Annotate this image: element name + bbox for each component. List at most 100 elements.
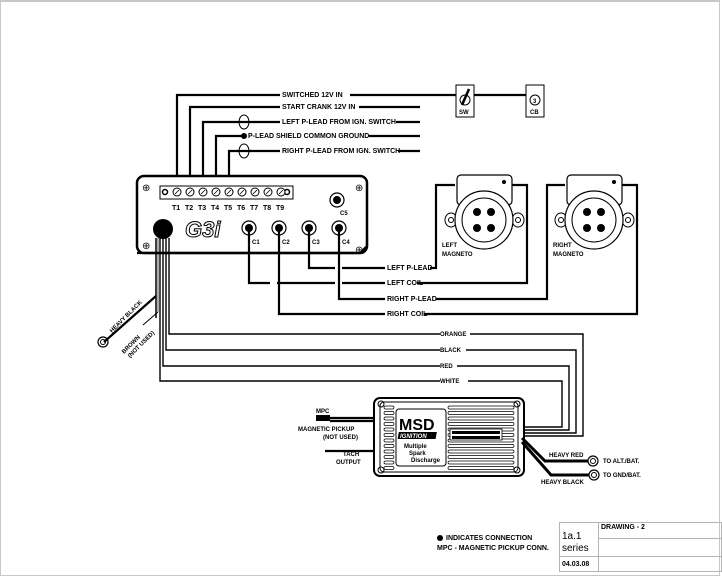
- msd-logo: MSD: [399, 417, 435, 434]
- screw-slot-icon: [187, 189, 193, 195]
- screw-slot-icon: [239, 189, 245, 195]
- label-red: RED: [440, 364, 453, 370]
- screw-slot-icon: [278, 189, 284, 195]
- label-magnetic-pickup: MAGNETIC PICKUP: [298, 427, 354, 433]
- msd-label-plate: [449, 428, 503, 441]
- cooling-fin: [383, 466, 395, 470]
- left-magneto-label-2: MAGNETO: [442, 252, 473, 258]
- connector-label-c2: C2: [282, 240, 290, 246]
- switch-label: SW: [459, 110, 469, 116]
- breaker-label: CB: [530, 110, 539, 116]
- screw-slot-icon: [252, 189, 258, 195]
- cooling-fin: [447, 466, 515, 470]
- legend-connection: INDICATES CONNECTION: [446, 535, 533, 542]
- cooling-fin: [383, 427, 395, 432]
- connector-c5: [329, 192, 345, 208]
- shield-icon: [238, 143, 250, 159]
- label-right-plead: RIGHT P-LEAD: [387, 296, 437, 303]
- connector-label-c3: C3: [312, 240, 320, 246]
- cooling-fin: [383, 411, 395, 415]
- terminal-label-t9: T9: [276, 205, 284, 212]
- label-switched-12v: SWITCHED 12V IN: [282, 92, 343, 99]
- screw-slot-icon: [200, 189, 206, 195]
- title-block: 1a.1 series DRAWING - 2 04.03.08: [559, 522, 722, 572]
- top-wire-start-crank: START CRANK 12V IN: [188, 104, 420, 187]
- label-tach: TACH: [343, 452, 359, 458]
- cooling-fin: [447, 460, 515, 465]
- connection-dot-icon: [437, 535, 443, 541]
- label-to-alt-bat: TO ALT./BAT.: [603, 459, 640, 465]
- shield-icon: [238, 114, 250, 130]
- label-to-gnd-bat: TO GND/BAT.: [603, 473, 641, 479]
- top-wire-shield-ground: P-LEAD SHIELD COMMON GROUND: [214, 133, 420, 187]
- title-block-empty: [598, 537, 722, 558]
- label-orange: ORANGE: [440, 332, 466, 338]
- terminal-label-t5: T5: [224, 205, 232, 212]
- cooling-fin: [447, 455, 515, 459]
- harness-wires: HEAVY BLACK BROWN (NOT USED): [97, 238, 440, 382]
- label-black: BLACK: [440, 348, 462, 354]
- msd-wiring: ORANGE BLACK RED WHITE: [440, 332, 584, 437]
- screw-slot-icon: [213, 189, 219, 195]
- drawing-date: 04.03.08: [559, 556, 599, 572]
- terminal-label-t2: T2: [185, 205, 193, 212]
- left-magneto: LEFT MAGNETO: [442, 174, 525, 258]
- series-label: series: [562, 543, 589, 554]
- cooling-fin: [383, 460, 395, 465]
- ring-terminal-icon: [588, 469, 600, 481]
- drawing-label: DRAWING - 2: [598, 522, 722, 539]
- mount-screw-icon: ⊕: [142, 183, 150, 194]
- circuit-breaker: 3 CB: [525, 84, 545, 118]
- label-right-plead-switch: RIGHT P-LEAD FROM IGN. SWITCH: [282, 148, 400, 155]
- connector-label-c5: C5: [340, 211, 348, 217]
- cooling-fin: [447, 444, 515, 448]
- cooling-fin: [447, 411, 515, 415]
- label-left-plead-switch: LEFT P-LEAD FROM IGN. SWITCH: [282, 119, 396, 126]
- screw-slot-icon: [265, 189, 271, 195]
- label-right-coil: RIGHT COIL: [387, 311, 428, 318]
- terminal-label-t4: T4: [211, 205, 219, 212]
- terminal-label-t1: T1: [172, 205, 180, 212]
- label-heavy-black-msd: HEAVY BLACK: [541, 480, 584, 486]
- g3i-logo: G3i: [185, 217, 221, 242]
- ring-terminal-icon: [97, 336, 109, 348]
- cooling-fin: [383, 422, 395, 426]
- label-mpc: MPC: [316, 409, 330, 415]
- title-block-series: 1a.1 series: [559, 522, 599, 557]
- screw-slot-icon: [174, 189, 180, 195]
- cooling-fin: [383, 449, 395, 454]
- cooling-fin: [383, 444, 395, 448]
- mount-screw-icon: ⊕: [355, 183, 363, 194]
- cooling-fin: [447, 405, 515, 410]
- ring-terminal-icon: [587, 455, 599, 467]
- terminal-label-t3: T3: [198, 205, 206, 212]
- label-left-coil: LEFT COIL: [387, 280, 424, 287]
- cooling-fin: [447, 422, 515, 426]
- msd-ignition-box: MSD IGNITION Multiple Spark Discharge: [373, 397, 525, 477]
- cooling-fin: [447, 449, 515, 454]
- mpc-connector: [316, 415, 330, 421]
- msd-desc-3: Discharge: [411, 458, 441, 464]
- label-pickup-not-used: (NOT USED): [323, 435, 358, 441]
- label-shield-ground: P-LEAD SHIELD COMMON GROUND: [248, 133, 369, 140]
- connector-label-c1: C1: [252, 240, 260, 246]
- cooling-fin: [383, 405, 395, 410]
- screw-slot-icon: [226, 189, 232, 195]
- msd-desc-1: Multiple: [404, 444, 427, 450]
- cooling-fin: [383, 455, 395, 459]
- msd-desc-2: Spark: [409, 451, 426, 457]
- cooling-fin: [383, 433, 395, 437]
- mount-screw-icon: ⊕: [355, 245, 363, 256]
- cooling-fin: [447, 416, 515, 421]
- top-wire-switched-12v: SWITCHED 12V IN: [175, 92, 457, 187]
- right-magneto: RIGHT MAGNETO: [553, 174, 635, 258]
- connector-label-c4: C4: [342, 240, 350, 246]
- connection-dot: [241, 133, 247, 139]
- msd-ignition-text: IGNITION: [400, 434, 427, 440]
- label-tach-output: OUTPUT: [336, 460, 361, 466]
- label-white: WHITE: [440, 379, 459, 385]
- switch-toggle-icon: [460, 88, 471, 106]
- mount-screw-icon: ⊕: [142, 241, 150, 252]
